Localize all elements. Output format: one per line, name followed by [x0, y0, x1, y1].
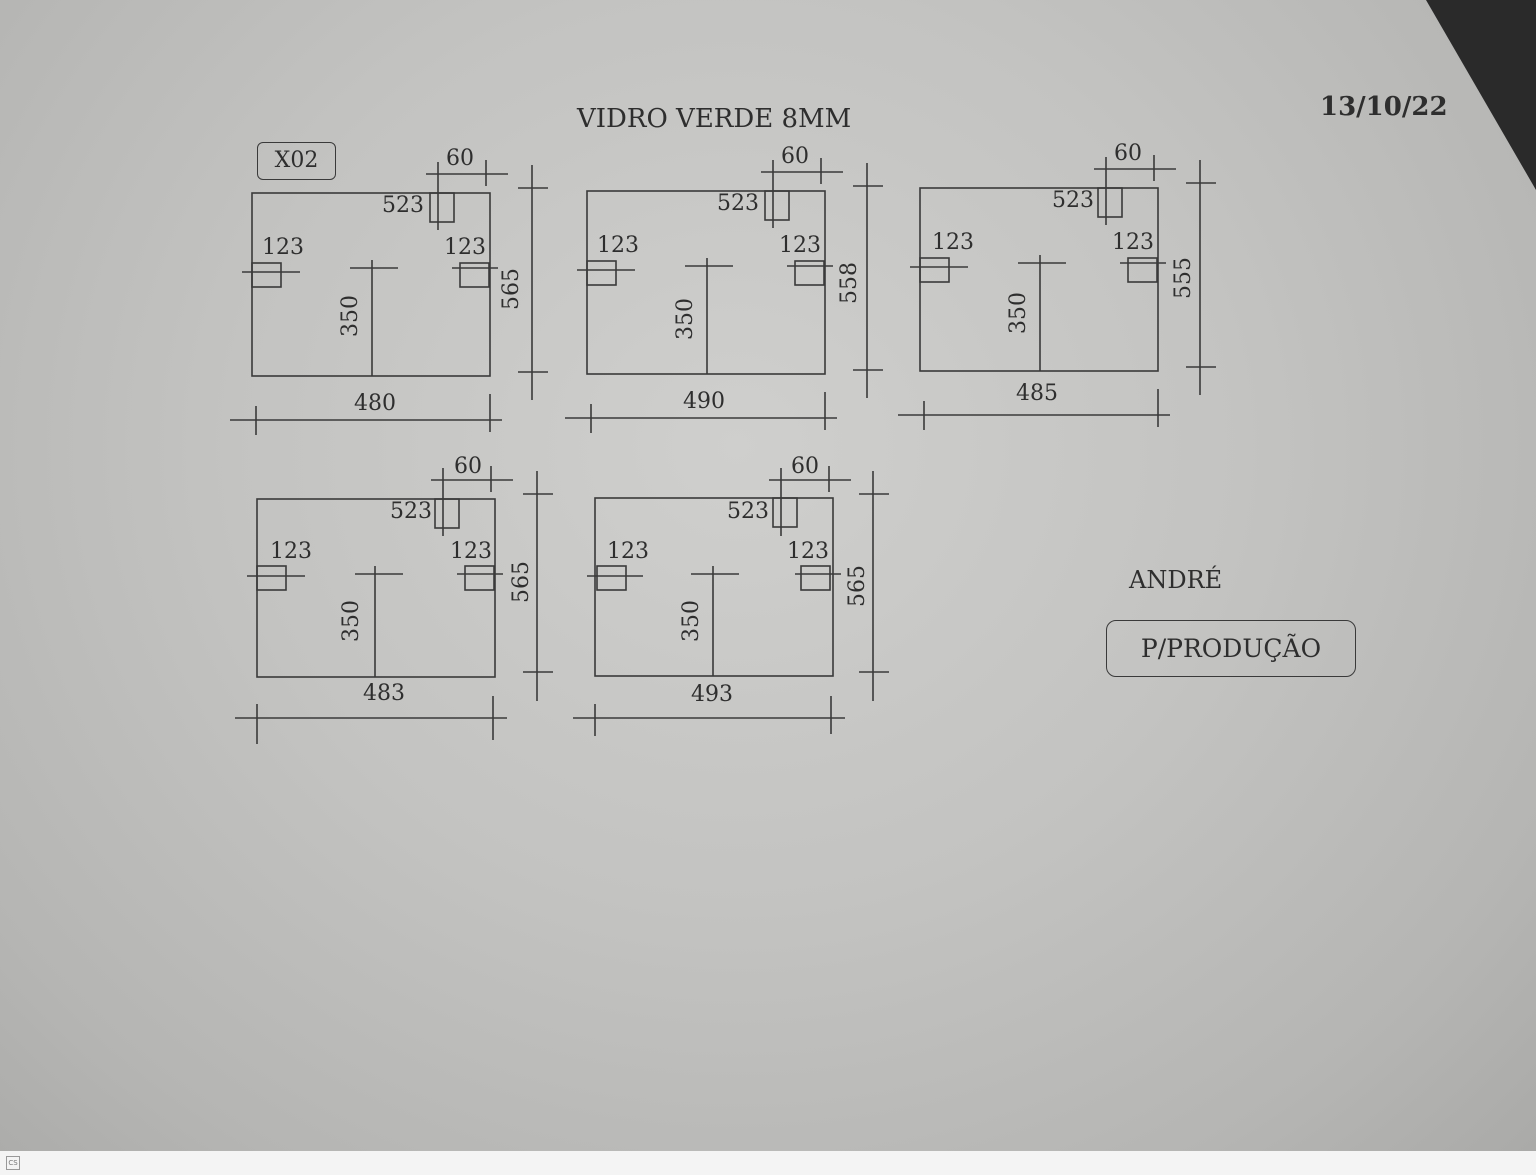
right-hole: [794, 260, 825, 286]
glass-piece-2: 60 523 123 123 350 558 490: [565, 144, 885, 438]
left-hole: [256, 565, 287, 591]
notch-offset-label: 523: [717, 191, 759, 216]
scanner-footer: CS: [0, 1151, 1536, 1175]
piece-drawing: [565, 158, 883, 433]
left-hole-label: 123: [932, 230, 974, 255]
right-hole: [459, 262, 490, 288]
height-label: 565: [845, 565, 870, 607]
notch-top-label: 60: [454, 454, 482, 479]
production-stamp: P/PRODUÇÃO: [1106, 620, 1356, 677]
piece-drawing: [230, 160, 548, 435]
right-hole-label: 123: [450, 539, 492, 564]
notch: [434, 498, 460, 529]
width-label: 490: [683, 389, 725, 414]
width-label: 493: [691, 682, 733, 707]
left-hole-label: 123: [270, 539, 312, 564]
notch-top-label: 60: [791, 454, 819, 479]
glass-piece-5: 60 523 123 123 350 565 493: [573, 456, 893, 746]
author-name: ANDRÉ: [1129, 566, 1223, 594]
notch: [764, 190, 790, 221]
height-label: 555: [1171, 257, 1196, 299]
right-hole-label: 123: [787, 539, 829, 564]
glass-piece-3: 60 523 123 123 350 555 485: [898, 141, 1218, 435]
page-corner-shadow: [1426, 0, 1536, 190]
width-label: 483: [363, 681, 405, 706]
piece-drawing: [898, 155, 1216, 430]
width-label: 485: [1016, 381, 1058, 406]
notch-top-label: 60: [446, 146, 474, 171]
height-label: 565: [499, 268, 524, 310]
center-hole-label: 350: [673, 298, 698, 340]
left-hole: [251, 262, 282, 288]
notch: [772, 497, 798, 528]
piece-drawing: [573, 466, 889, 736]
right-hole: [1127, 257, 1158, 283]
drawing-date: 13/10/22: [1320, 92, 1448, 122]
left-hole-label: 123: [262, 235, 304, 260]
height-label: 558: [837, 262, 862, 304]
notch-top-label: 60: [781, 144, 809, 169]
left-hole: [586, 260, 617, 286]
notch-top-label: 60: [1114, 141, 1142, 166]
right-hole: [464, 565, 495, 591]
right-hole: [800, 565, 831, 591]
notch-offset-label: 523: [1052, 188, 1094, 213]
right-hole-label: 123: [1112, 230, 1154, 255]
center-hole-label: 350: [679, 600, 704, 642]
center-hole-label: 350: [338, 295, 363, 337]
glass-piece-1: 60 523 123 123 350 565 480: [230, 146, 550, 440]
left-hole-label: 123: [607, 539, 649, 564]
drawing-tag: X02: [257, 142, 336, 180]
glass-outline: [594, 497, 834, 677]
left-hole: [919, 257, 950, 283]
notch: [429, 192, 455, 223]
notch-offset-label: 523: [382, 193, 424, 218]
notch-offset-label: 523: [727, 499, 769, 524]
notch: [1097, 187, 1123, 218]
width-label: 480: [354, 391, 396, 416]
center-hole-label: 350: [339, 600, 364, 642]
height-label: 565: [509, 561, 534, 603]
glass-piece-4: 60 523 123 123 350 565 483: [235, 456, 555, 746]
right-hole-label: 123: [779, 233, 821, 258]
center-hole-label: 350: [1006, 292, 1031, 334]
notch-offset-label: 523: [390, 499, 432, 524]
scanner-logo-icon: CS: [6, 1156, 20, 1170]
page-title: VIDRO VERDE 8MM: [577, 104, 852, 134]
left-hole: [596, 565, 627, 591]
left-hole-label: 123: [597, 233, 639, 258]
piece-drawing: [235, 466, 553, 744]
right-hole-label: 123: [444, 235, 486, 260]
